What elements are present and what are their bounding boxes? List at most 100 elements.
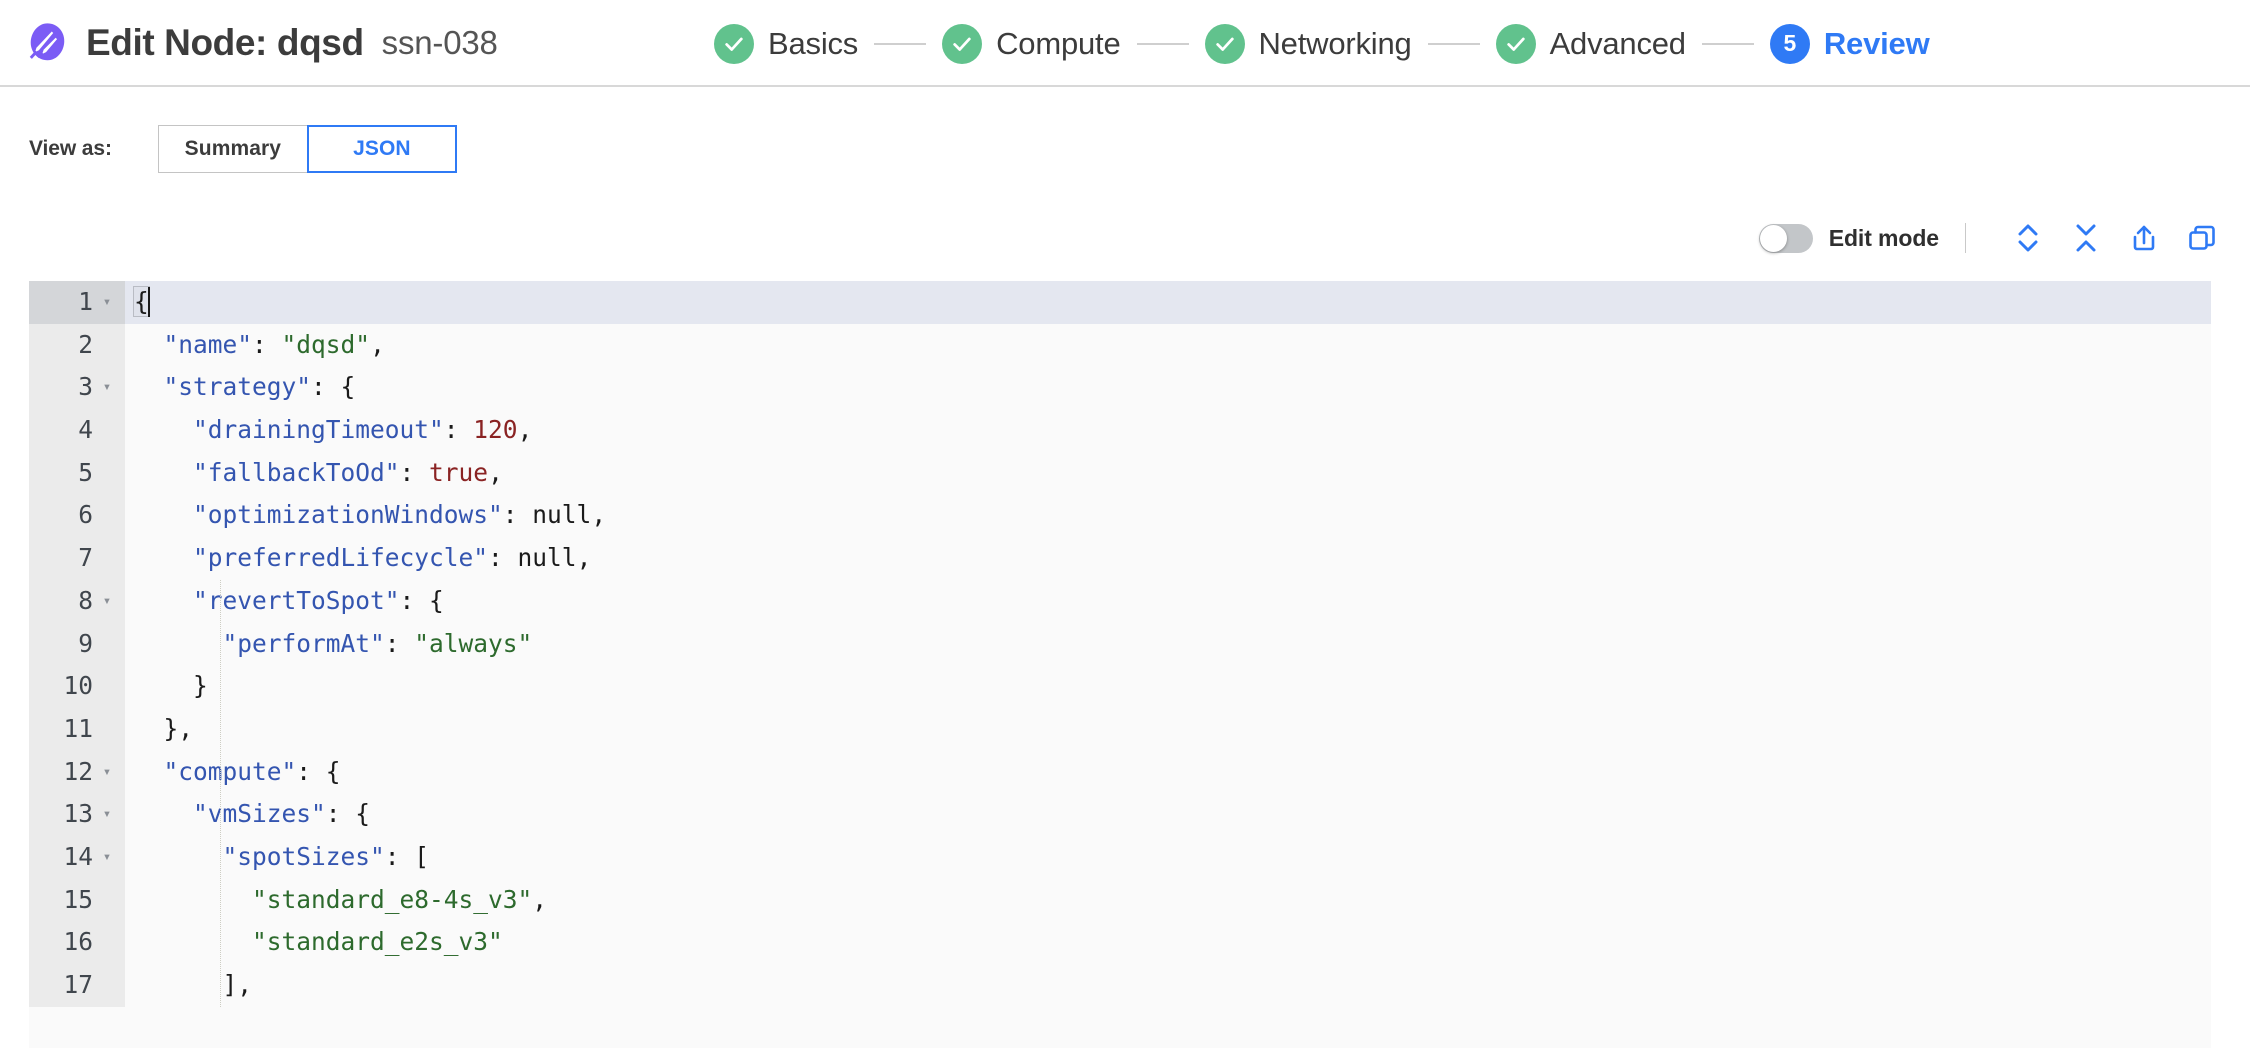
code-line[interactable]: 17▾ ], (29, 964, 2211, 1007)
code-line-text[interactable]: "preferredLifecycle": null, (125, 537, 2211, 580)
code-line-text[interactable]: "fallbackToOd": true, (125, 452, 2211, 495)
code-line-text[interactable]: "name": "dqsd", (125, 324, 2211, 367)
code-line[interactable]: 8 ▾ "revertToSpot": { (29, 579, 2211, 623)
stepper-step-basics[interactable]: Basics (714, 23, 858, 64)
edit-mode-label: Edit mode (1828, 224, 1939, 251)
expand-all-icon[interactable] (2006, 218, 2050, 258)
code-tokens: "revertToSpot": { (134, 580, 444, 623)
line-number-gutter: 2▾ (29, 323, 125, 367)
code-line-text[interactable]: "revertToSpot": { (125, 580, 2211, 623)
code-line-text[interactable]: "spotSizes": [ (125, 836, 2211, 879)
line-number: 8 (78, 585, 93, 615)
line-number: 7 (78, 543, 93, 573)
line-number-gutter: 7▾ (29, 537, 125, 580)
code-line[interactable]: 4▾ "drainingTimeout": 120, (29, 409, 2211, 452)
token-str: "always" (414, 628, 533, 658)
token-key: "performAt" (222, 628, 385, 658)
stepper-label-review: Review (1823, 25, 1930, 61)
code-tokens: } (134, 665, 208, 708)
code-line-text[interactable]: "vmSizes": { (125, 793, 2211, 836)
line-number-gutter: 4▾ (29, 409, 125, 452)
code-line[interactable]: 6▾ "optimizationWindows": null, (29, 494, 2211, 538)
code-line-text[interactable]: ], (125, 964, 2211, 1007)
token-punc: : { (399, 585, 444, 615)
line-number: 3 (78, 372, 93, 402)
page-subtitle-node-id: ssn-038 (381, 24, 498, 61)
line-number-gutter: 15▾ (29, 878, 125, 922)
line-number: 9 (78, 628, 93, 658)
line-number: 4 (78, 415, 93, 445)
code-line[interactable]: 5▾ "fallbackToOd": true, (29, 451, 2211, 495)
code-line[interactable]: 16▾ "standard_e2s_v3" (29, 921, 2211, 964)
code-line-text[interactable]: }, (125, 708, 2211, 751)
line-number: 15 (63, 884, 93, 914)
code-line-text[interactable]: "performAt": "always" (125, 623, 2211, 666)
code-line[interactable]: 10▾ } (29, 665, 2211, 708)
fold-arrow-icon[interactable]: ▾ (102, 592, 112, 609)
stepper-step-review[interactable]: 5 Review (1769, 23, 1930, 64)
check-icon (1495, 23, 1536, 64)
code-line[interactable]: 11▾ }, (29, 707, 2211, 751)
fold-arrow-icon[interactable]: ▾ (102, 848, 112, 865)
token-punc: , (591, 500, 607, 530)
token-str: "standard_e8-4s_v3" (252, 884, 533, 914)
fold-arrow-icon[interactable]: ▾ (102, 806, 112, 823)
code-tokens: "preferredLifecycle": null, (134, 537, 591, 580)
edit-mode-toggle[interactable] (1758, 223, 1813, 253)
token-null: null (517, 543, 577, 573)
view-as-segmented-control: Summary JSON (157, 125, 457, 173)
fold-arrow-icon[interactable]: ▾ (102, 379, 112, 396)
code-line[interactable]: 14▾ "spotSizes": [ (29, 835, 2211, 879)
brand-block: Edit Node: dqsd ssn-038 (0, 20, 498, 66)
code-line-text[interactable]: "standard_e2s_v3" (125, 921, 2211, 964)
line-number-gutter: 5▾ (29, 451, 125, 495)
token-key: "revertToSpot" (193, 585, 400, 615)
code-line[interactable]: 12 ▾ "compute": { (29, 750, 2211, 794)
code-line-text[interactable]: "standard_e8-4s_v3", (125, 879, 2211, 922)
page-title: Edit Node: dqsd (86, 22, 364, 63)
fold-arrow-icon[interactable]: ▾ (102, 294, 112, 310)
token-punc: : { (296, 756, 341, 786)
code-line[interactable]: 9▾ "performAt": "always" (29, 622, 2211, 666)
stepper-label-networking: Networking (1258, 25, 1412, 61)
code-line-text[interactable]: "compute": { (125, 751, 2211, 794)
view-as-option-summary[interactable]: Summary (157, 125, 308, 173)
code-line-text[interactable]: "optimizationWindows": null, (125, 494, 2211, 537)
line-number-gutter: 16▾ (29, 921, 125, 964)
view-as-label: View as: (29, 137, 112, 160)
code-line-text[interactable]: } (125, 665, 2211, 708)
code-tokens: { (133, 281, 150, 324)
token-punc: }, (163, 713, 194, 743)
token-key: "spotSizes" (222, 841, 385, 871)
copy-icon[interactable] (2180, 218, 2224, 258)
code-line-text[interactable]: "strategy": { (125, 366, 2211, 409)
line-number: 10 (63, 671, 93, 701)
token-key: "fallbackToOd" (193, 457, 400, 487)
code-line-text[interactable]: "drainingTimeout": 120, (125, 409, 2211, 452)
code-line[interactable]: 3 ▾ "strategy": { (29, 366, 2211, 410)
line-number: 12 (63, 756, 93, 786)
token-punc: , (370, 329, 385, 359)
token-punc: , (517, 415, 533, 445)
stepper-step-compute[interactable]: Compute (942, 23, 1121, 64)
collapse-all-icon[interactable] (2064, 218, 2108, 258)
json-code-editor[interactable]: 1▾{2▾ "name": "dqsd",3▾ "strategy": {4▾ … (29, 281, 2211, 1048)
token-punc: : (488, 543, 518, 573)
code-line[interactable]: 7▾ "preferredLifecycle": null, (29, 537, 2211, 580)
view-as-option-json[interactable]: JSON (306, 125, 457, 173)
code-line[interactable]: 15▾ "standard_e8-4s_v3", (29, 878, 2211, 922)
line-number-gutter: 9▾ (29, 622, 125, 666)
code-line[interactable]: 13 ▾ "vmSizes": { (29, 793, 2211, 836)
code-body[interactable]: 1▾{2▾ "name": "dqsd",3▾ "strategy": {4▾ … (29, 281, 2211, 1007)
token-punc: , (488, 457, 503, 487)
share-export-icon[interactable] (2122, 218, 2166, 258)
code-line-text[interactable]: { (125, 281, 2211, 324)
stepper-step-advanced[interactable]: Advanced (1495, 23, 1686, 64)
check-icon (942, 23, 983, 64)
token-bool: true (429, 457, 489, 487)
line-number: 13 (63, 799, 93, 829)
code-line[interactable]: 1▾{ (29, 281, 2211, 324)
stepper-step-networking[interactable]: Networking (1204, 23, 1412, 64)
code-line[interactable]: 2▾ "name": "dqsd", (29, 323, 2211, 367)
fold-arrow-icon[interactable]: ▾ (102, 763, 112, 780)
